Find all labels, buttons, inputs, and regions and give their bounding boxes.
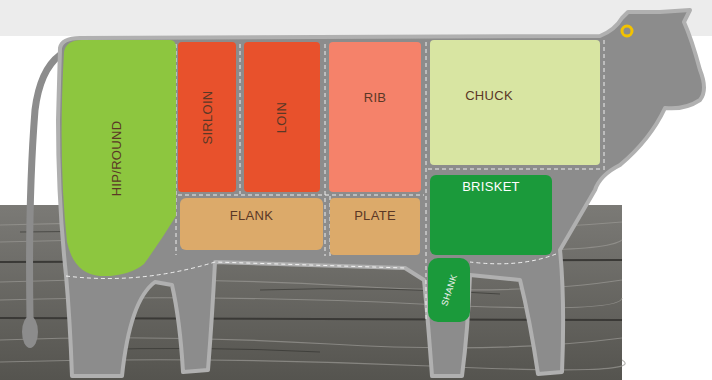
brisket-cut: BRISKET	[430, 175, 552, 255]
cut-label: SIRLOIN	[200, 90, 215, 144]
plate-cut: PLATE	[330, 198, 420, 255]
cow-eye	[622, 26, 632, 36]
cut-label: LOIN	[274, 101, 289, 133]
loin-cut: LOIN	[244, 42, 320, 192]
cut-label: SHANK	[439, 273, 459, 307]
cut-label: RIB	[364, 90, 387, 105]
hip-round-cut: HIP/ROUND	[58, 38, 176, 278]
top-band	[0, 0, 712, 36]
sirloin-cut: SIRLOIN	[178, 42, 236, 192]
cut-label: BRISKET	[462, 179, 520, 194]
rib-cut: RIB	[329, 42, 421, 192]
cut-fill	[62, 40, 176, 276]
cut-divider	[176, 40, 604, 320]
shank-cut: SHANK	[428, 258, 470, 322]
cut-label: CHUCK	[465, 88, 513, 103]
cow-silhouette	[58, 10, 704, 376]
tail-tuft	[22, 316, 38, 348]
cut-label: PLATE	[354, 208, 396, 223]
chuck-cut: CHUCK	[430, 40, 600, 165]
flank-cut: FLANK	[180, 198, 323, 250]
cut-label: HIP/ROUND	[110, 120, 125, 196]
cut-label: FLANK	[230, 208, 273, 223]
cow-tail	[30, 55, 60, 318]
